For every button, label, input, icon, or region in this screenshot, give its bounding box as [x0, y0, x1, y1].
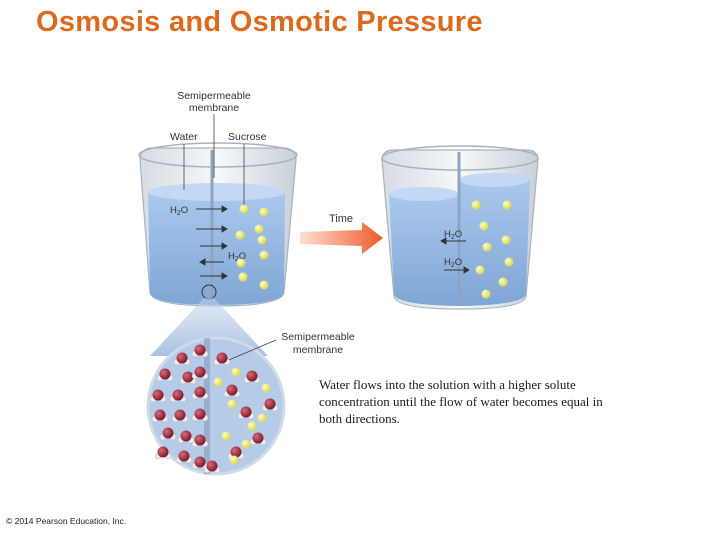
sucrose-molecule	[241, 439, 251, 449]
water-label: Water	[170, 131, 198, 143]
sucrose-molecules-magnified	[213, 367, 271, 465]
time-label: Time	[329, 213, 353, 225]
water-molecule	[177, 430, 195, 444]
right-beaker	[381, 145, 539, 310]
water-molecule	[156, 368, 174, 382]
water-molecule	[261, 398, 279, 412]
sucrose-molecule	[257, 413, 267, 423]
water-molecule	[149, 389, 167, 403]
h2o-label-left-2: H2O	[228, 251, 246, 263]
h2o-label-right-1: H2O	[444, 229, 462, 241]
water-molecule	[171, 409, 189, 423]
water-molecule	[159, 427, 177, 441]
water-molecule	[237, 406, 255, 420]
water-molecule	[169, 389, 187, 403]
membrane-zoom-label-top: Semipermeable	[281, 331, 355, 343]
water-molecule	[173, 352, 191, 366]
water-molecule	[191, 408, 209, 422]
water-molecule	[243, 370, 261, 384]
flow-arrows-left	[196, 205, 228, 280]
water-molecule	[191, 366, 209, 380]
sucrose-label: Sucrose	[228, 131, 267, 143]
sucrose-molecule	[247, 421, 257, 431]
sucrose-molecules-left	[235, 204, 269, 290]
sucrose-molecule	[231, 367, 241, 377]
water-molecules-magnified	[149, 344, 279, 474]
sucrose-molecule	[213, 377, 223, 387]
sucrose-molecule	[229, 455, 239, 465]
water-molecule	[191, 344, 209, 358]
water-molecule	[175, 450, 193, 464]
h2o-label-left-1: H2O	[170, 205, 188, 217]
membrane-zoom-leader	[223, 339, 277, 363]
water-molecule	[151, 409, 169, 423]
membrane-label-top: Semipermeable	[177, 90, 251, 102]
membrane-zoom-label-bottom: membrane	[293, 344, 343, 356]
water-molecule	[203, 460, 221, 474]
h2o-label-right-2: H2O	[444, 257, 462, 269]
membrane-label-bottom: membrane	[189, 102, 239, 114]
copyright-notice: © 2014 Pearson Education, Inc.	[6, 516, 127, 526]
sucrose-molecule	[221, 431, 231, 441]
water-molecule	[213, 352, 231, 366]
sucrose-molecules-right	[471, 200, 514, 299]
water-molecule	[154, 446, 172, 460]
sucrose-molecule	[227, 399, 237, 409]
caption: Water flows into the solution with a hig…	[319, 377, 603, 426]
flow-arrows-right	[440, 237, 470, 274]
left-beaker	[138, 142, 298, 307]
water-molecule	[179, 371, 197, 385]
sucrose-molecule	[261, 383, 271, 393]
water-molecule	[191, 456, 209, 470]
water-molecule	[191, 434, 209, 448]
water-molecule	[223, 384, 241, 398]
water-molecule	[249, 432, 267, 446]
time-arrow	[300, 222, 383, 254]
water-molecule	[191, 386, 209, 400]
page-title: Osmosis and Osmotic Pressure	[36, 6, 483, 38]
